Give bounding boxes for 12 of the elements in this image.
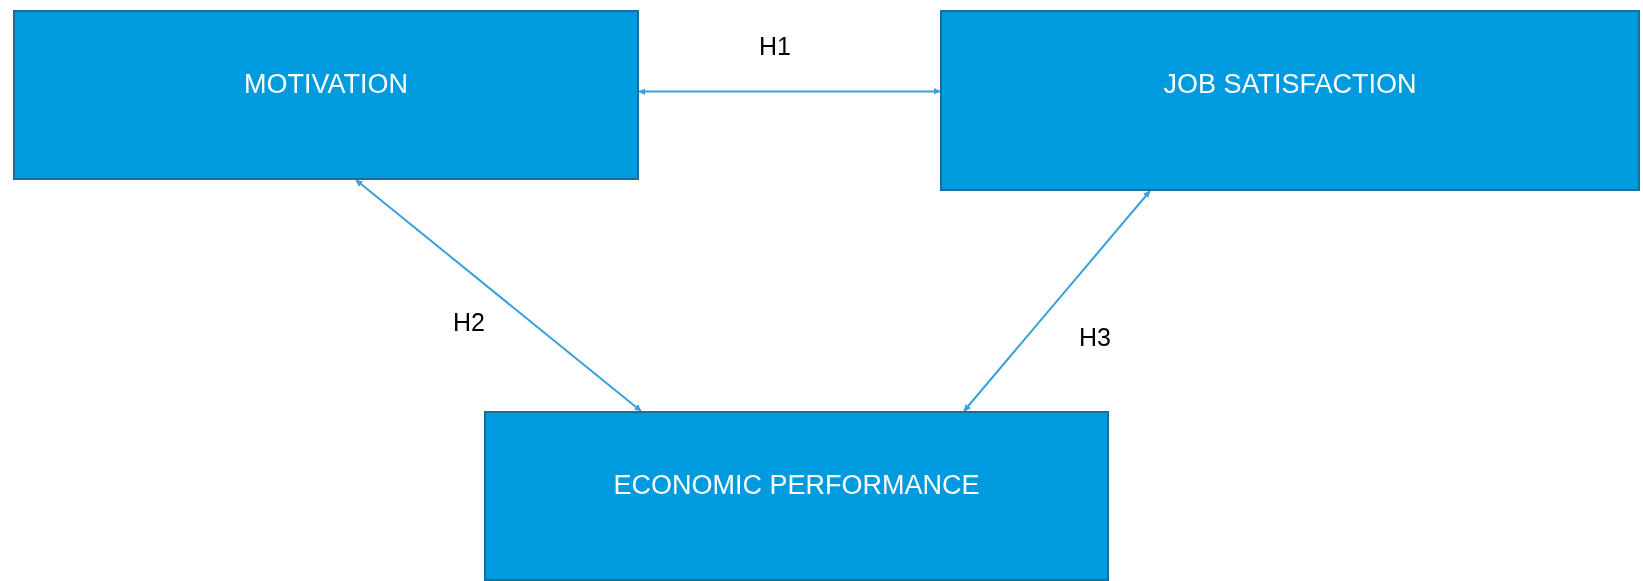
concept-box <box>484 411 1109 581</box>
box-label: MOTIVATION <box>244 68 408 101</box>
concept-box <box>940 10 1640 191</box>
double-arrow <box>638 85 941 98</box>
concept-box <box>13 10 639 180</box>
double-arrow <box>963 190 1151 412</box>
edge-label: H2 <box>453 307 485 339</box>
double-arrow <box>355 179 642 412</box>
box-label: JOB SATISFACTION <box>1163 68 1417 101</box>
edge-label: H1 <box>759 31 791 63</box>
edge-label: H3 <box>1079 322 1111 354</box>
box-label: ECONOMIC PERFORMANCE <box>613 469 980 502</box>
